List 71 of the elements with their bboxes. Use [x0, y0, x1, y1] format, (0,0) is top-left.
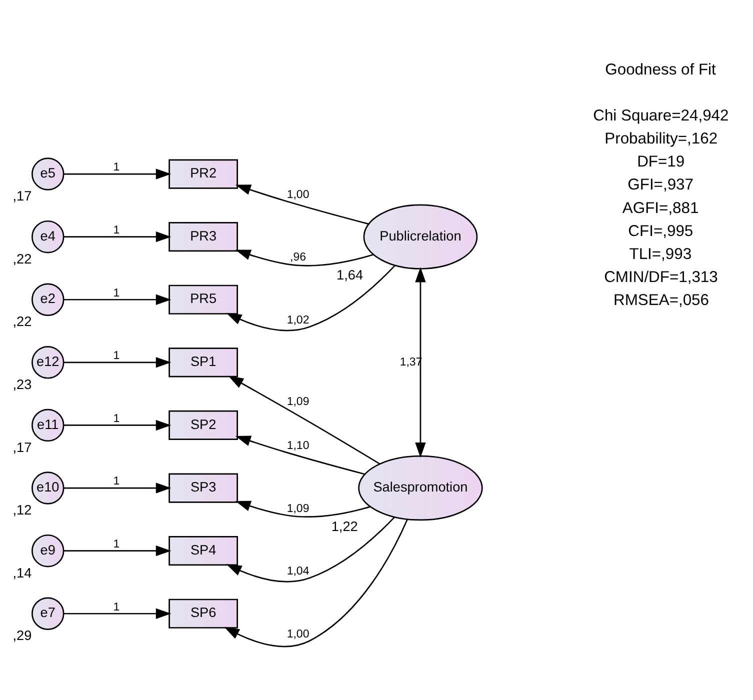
- node-label: ,22: [12, 314, 32, 329]
- arrow: [226, 264, 396, 331]
- node-ellipse: Publicrelation: [363, 204, 478, 269]
- node-box: SP2: [168, 410, 238, 440]
- node-label: 1,64: [336, 267, 364, 282]
- arrow: [64, 482, 172, 493]
- label: Probability=,162: [604, 130, 718, 148]
- node-label: ,22: [12, 250, 32, 266]
- arrow: [235, 500, 371, 517]
- edge-label: 1: [113, 161, 120, 174]
- label: Goodness of Fit: [605, 61, 716, 78]
- node-box: SP1: [168, 347, 238, 377]
- label: TLI=,993: [629, 245, 692, 262]
- arrow: [64, 544, 172, 556]
- node-label: ,17: [12, 188, 32, 204]
- node-circle: e12: [32, 346, 64, 378]
- arrow: [224, 518, 408, 647]
- arrow: [64, 608, 172, 618]
- label: RMSEA=,056: [614, 291, 710, 308]
- edge-label: 1,09: [286, 502, 310, 514]
- node-box: PR2: [168, 158, 238, 188]
- arrow: [235, 435, 365, 474]
- arrow: [228, 375, 380, 464]
- edge-label: 1: [113, 412, 120, 424]
- edge-label: 1: [113, 538, 120, 550]
- node-label: ,23: [12, 376, 32, 392]
- node-box: SP3: [168, 472, 238, 502]
- edge-label: 1,10: [286, 440, 310, 452]
- node-label: ,14: [12, 564, 32, 580]
- edge-label: 1,09: [286, 396, 310, 408]
- node-label: ,29: [12, 628, 32, 643]
- node-label: ,17: [12, 439, 32, 454]
- arrow: [64, 230, 172, 242]
- arrow: [64, 356, 172, 368]
- label: AGFI=,881: [622, 199, 699, 216]
- label: Chi Square=24,942: [593, 107, 729, 124]
- arrow: [235, 184, 369, 224]
- node-box: PR5: [168, 284, 238, 314]
- edge-label: 1: [113, 350, 120, 362]
- node-circle: e10: [32, 471, 64, 504]
- label: DF=19: [637, 153, 685, 170]
- label: CMIN/DF=1,313: [604, 268, 718, 286]
- label: GFI=,937: [628, 176, 694, 194]
- node-circle: e4: [32, 220, 64, 253]
- node-circle: e9: [32, 534, 64, 567]
- node-label: 1,22: [331, 518, 358, 534]
- arrow: [64, 168, 172, 179]
- node-circle: e7: [32, 596, 64, 630]
- edge-label: 1: [113, 224, 120, 236]
- node-circle: e5: [32, 157, 64, 190]
- arrow: [226, 516, 395, 582]
- node-box: SP6: [168, 598, 238, 628]
- edge-label: ,96: [290, 251, 306, 264]
- edge-label: 1,04: [286, 565, 310, 578]
- edge-label: 1: [113, 475, 120, 488]
- arrow: [235, 249, 374, 266]
- node-box: SP4: [168, 536, 238, 566]
- arrow: [64, 294, 172, 304]
- edge-label: 1,02: [286, 314, 310, 326]
- node-label: ,12: [12, 502, 32, 518]
- node-circle: e2: [32, 282, 64, 316]
- edge-label: 1: [113, 286, 120, 299]
- node-ellipse: Salespromotion: [358, 454, 483, 520]
- node-circle: e11: [32, 408, 64, 442]
- arrow: [64, 419, 172, 430]
- node-box: PR3: [168, 222, 238, 252]
- label: CFI=,995: [628, 222, 694, 240]
- edge-label: 1: [113, 600, 120, 613]
- edge-label: 1,00: [286, 188, 310, 200]
- edge-label: 1,00: [286, 628, 310, 640]
- arrow: [415, 266, 426, 458]
